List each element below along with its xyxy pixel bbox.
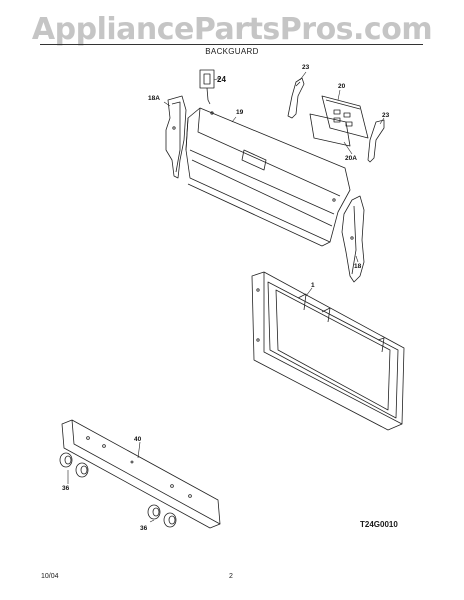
backguard-panel — [185, 107, 351, 247]
footer-date: 10/04 — [41, 573, 59, 580]
callout-40: 40 — [134, 436, 142, 443]
mount-bracket-upper — [287, 77, 305, 119]
callout-23-upper: 23 — [302, 64, 310, 71]
callout-36-left: 36 — [62, 485, 70, 492]
mount-bracket-lower — [367, 119, 385, 163]
leader-lines — [67, 71, 385, 523]
clock-control — [309, 95, 369, 147]
clip-part — [199, 69, 215, 105]
callout-1: 1 — [311, 282, 315, 289]
callout-20: 20 — [338, 83, 346, 90]
diagram-code: T24G0010 — [360, 520, 398, 529]
footer-page-number: 2 — [229, 573, 233, 580]
callout-23-lower: 23 — [382, 112, 390, 119]
callout-24: 24 — [217, 75, 226, 84]
end-bracket-right — [341, 195, 365, 283]
callout-19: 19 — [236, 109, 244, 116]
watermark: AppliancePartsPros.com — [31, 12, 433, 47]
control-knob-group-left — [59, 452, 89, 478]
manifold-panel — [61, 419, 221, 529]
control-knob-group-right — [147, 504, 177, 528]
header-rule — [40, 44, 423, 45]
callout-18: 18 — [354, 263, 362, 270]
end-bracket-left — [165, 95, 187, 179]
callout-20a: 20A — [345, 155, 357, 162]
callout-18a: 18A — [148, 95, 160, 102]
section-title: BACKGUARD — [205, 47, 259, 56]
callout-36-right: 36 — [140, 525, 148, 532]
rear-panel — [251, 271, 405, 431]
